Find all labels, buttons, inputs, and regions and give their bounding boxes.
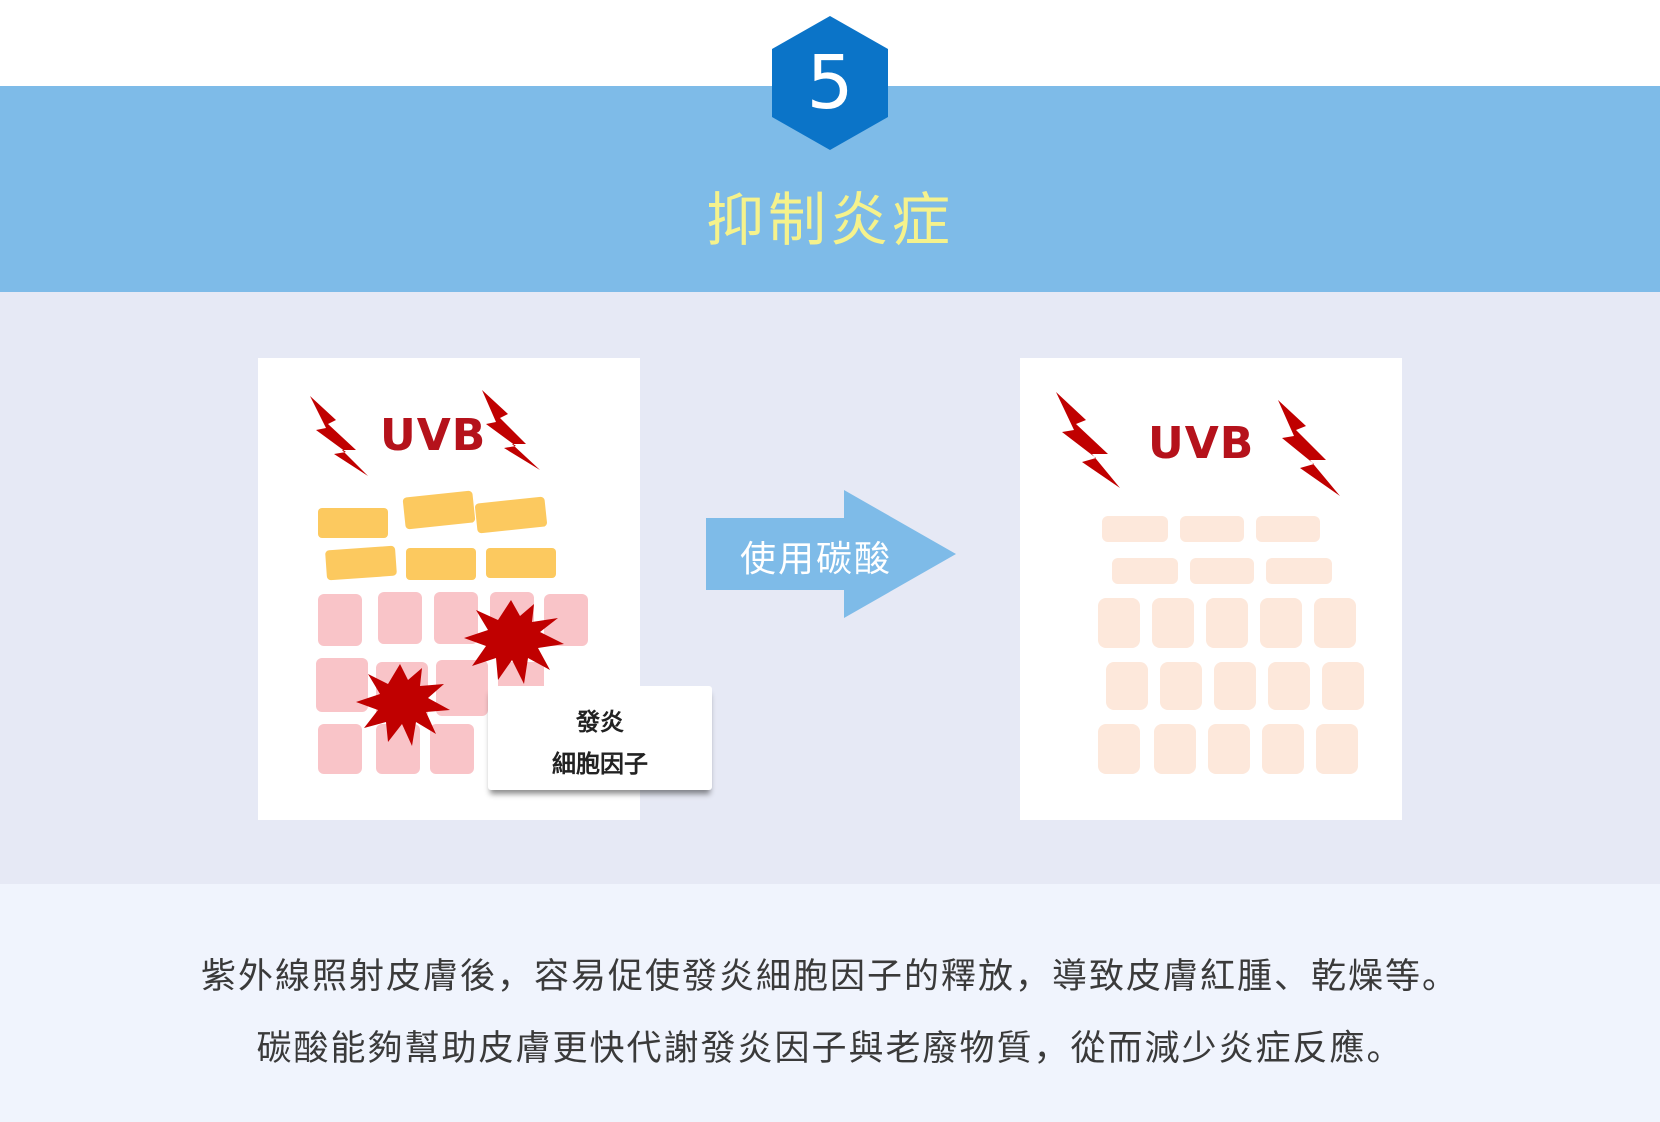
yellow-cell: [325, 545, 397, 581]
cytokine-callout: 發炎 細胞因子: [488, 686, 712, 790]
arrow-label: 使用碳酸: [739, 539, 892, 580]
healthy-cell: [1262, 724, 1304, 774]
description-band: [0, 884, 1660, 1122]
healthy-cell: [1154, 724, 1196, 774]
pink-cell: [436, 660, 488, 716]
lightning-bolt-icon: [482, 390, 540, 470]
right-arrow-icon: [706, 490, 956, 618]
transition-arrow: [706, 490, 956, 618]
healthy-cell: [1160, 662, 1202, 710]
inflamed-skin-illustration: [310, 390, 588, 774]
yellow-cell: [486, 548, 556, 578]
healthy-cell: [1322, 662, 1364, 710]
healthy-cell: [1206, 598, 1248, 648]
healthy-cell: [1152, 598, 1194, 648]
healthy-cell: [1314, 598, 1356, 648]
description-line-2: 碳酸能夠幫助皮膚更快代謝發炎因子與老廢物質，從而減少炎症反應。: [256, 1029, 1404, 1069]
healthy-cell: [1268, 662, 1310, 710]
pink-cell: [430, 724, 474, 774]
pink-cell: [316, 658, 368, 712]
inflammation-burst-icon: [464, 600, 564, 684]
after-skin-panel: UVB: [1020, 358, 1402, 820]
pink-cell: [544, 594, 588, 646]
healthy-cell: [1190, 558, 1254, 584]
step-badge: [772, 16, 888, 150]
pink-cell: [378, 592, 422, 644]
healthy-cell: [1098, 724, 1140, 774]
step-number: 5: [806, 40, 854, 126]
hexagon-icon: [772, 16, 888, 150]
healthy-cell: [1208, 724, 1250, 774]
healthy-cell: [1112, 558, 1178, 584]
healthy-cell: [1256, 516, 1320, 542]
uvb-label: UVB: [380, 410, 487, 461]
page-title: 抑制炎症: [705, 186, 954, 254]
healthy-cell: [1316, 724, 1358, 774]
lightning-bolt-icon: [310, 396, 368, 476]
healthy-cell: [1180, 516, 1244, 542]
callout-line: 發炎: [576, 708, 624, 736]
inflammation-burst-icon: [356, 664, 450, 746]
healthy-cell: [1214, 662, 1256, 710]
healthy-cell: [1106, 662, 1148, 710]
uvb-label: UVB: [1148, 418, 1255, 469]
lightning-bolt-icon: [1278, 400, 1340, 496]
healthy-cell: [1098, 598, 1140, 648]
yellow-cell: [318, 508, 388, 538]
yellow-cell: [402, 490, 476, 530]
pink-cell: [434, 592, 478, 644]
yellow-cell: [406, 548, 476, 580]
pink-cell: [318, 724, 362, 774]
healthy-cell: [1260, 598, 1302, 648]
healthy-cell: [1266, 558, 1332, 584]
pink-cell: [318, 594, 362, 646]
callout-line: 細胞因子: [552, 750, 648, 778]
lightning-bolt-icon: [1056, 392, 1120, 488]
yellow-cell: [475, 496, 547, 534]
healthy-skin-illustration: [1056, 392, 1364, 774]
healthy-cell: [1102, 516, 1168, 542]
description-line-1: 紫外線照射皮膚後，容易促使發炎細胞因子的釋放，導致皮膚紅腫、乾燥等。: [200, 957, 1459, 997]
